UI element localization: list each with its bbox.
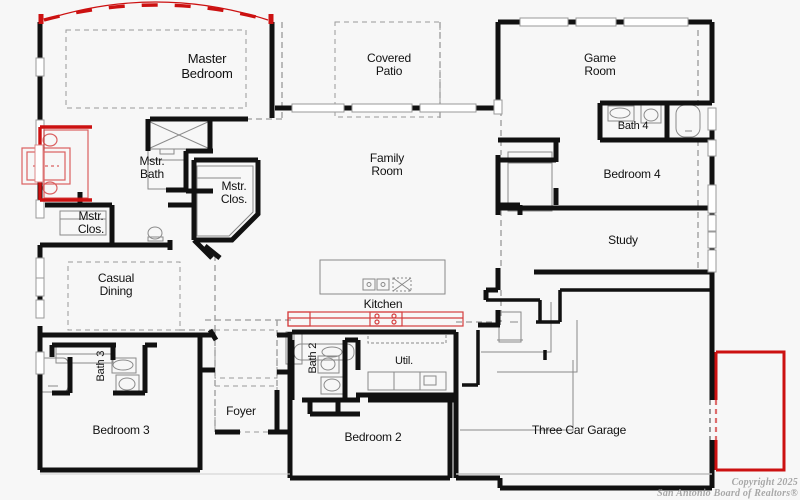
room-label-mstr-clos-left: Mstr. Clos. <box>77 209 105 237</box>
room-label-bath-3: Bath 3 <box>94 350 107 382</box>
room-label-casual-dining: Casual Dining <box>97 271 135 299</box>
room-label-mstr-clos-right: Mstr. Clos. <box>220 179 248 207</box>
room-label-util: Util. <box>395 355 413 367</box>
room-label-three-car-garage: Three Car Garage <box>531 423 627 437</box>
room-label-mstr-bath: Mstr. Bath <box>139 154 165 182</box>
room-label-study: Study <box>608 233 638 247</box>
watermark-line-1: Copyright 2025 <box>731 477 798 488</box>
room-label-covered-patio: Covered Patio <box>367 51 411 79</box>
watermark-line-2: San Antonio Board of Realtors® <box>657 487 798 499</box>
room-label-kitchen: Kitchen <box>363 297 403 311</box>
room-label-foyer: Foyer <box>226 404 256 418</box>
room-label-master-bedroom: Master Bedroom <box>181 51 233 81</box>
room-label-bath-4: Bath 4 <box>617 120 649 132</box>
room-label-family-room: Family Room <box>369 151 405 179</box>
room-label-bedroom-4: Bedroom 4 <box>603 167 661 181</box>
room-label-bedroom-2: Bedroom 2 <box>344 430 402 444</box>
room-label-bath-2: Bath 2 <box>306 342 319 374</box>
room-label-bedroom-3: Bedroom 3 <box>92 423 150 437</box>
copyright-watermark: Copyright 2025 San Antonio Board of Real… <box>657 477 798 499</box>
room-label-game-room: Game Room <box>584 51 616 79</box>
